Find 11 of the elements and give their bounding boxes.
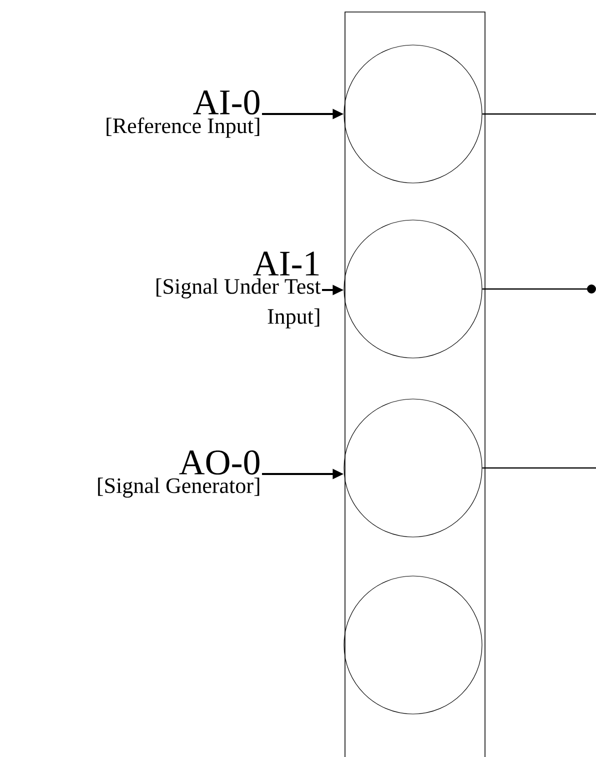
wire-line [482,113,596,115]
terminal-circle [344,398,482,538]
terminal-circle [344,44,482,184]
channel-label: AO-0 [Signal Generator] [98,450,260,498]
connector-strip [344,12,486,757]
channel-label: AI-1 [Signal Under Test Input] [156,252,321,328]
wire-line [482,467,596,469]
wire-line [482,284,596,294]
terminal-circle [344,220,482,358]
terminal-circle [344,576,482,714]
channel-label: AI-0 [Reference Input] [106,90,260,138]
